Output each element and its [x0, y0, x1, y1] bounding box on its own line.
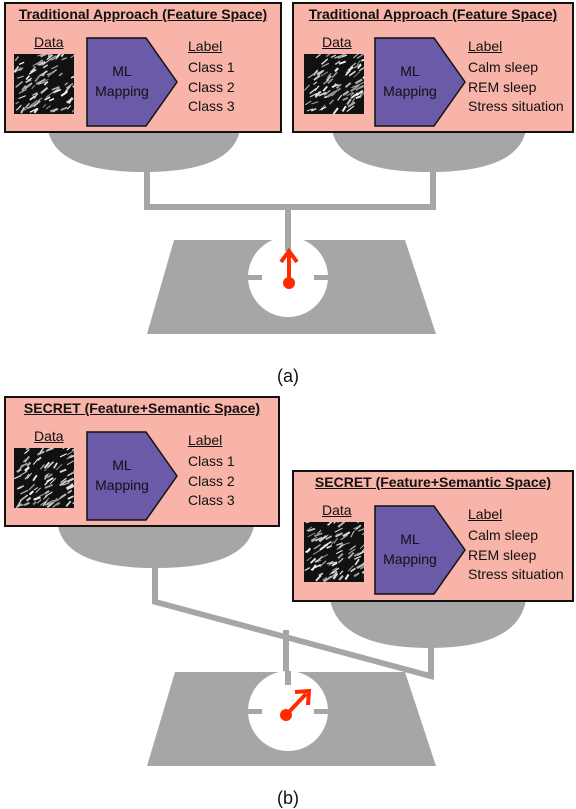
data-thumbnail: [304, 522, 364, 582]
ml-mapping-text: ML Mapping: [90, 455, 154, 495]
ml-line-1: ML: [90, 455, 154, 475]
ml-line-1: ML: [378, 529, 442, 549]
data-label: Data: [322, 502, 352, 518]
class-list: Calm sleep REM sleep Stress situation: [468, 526, 564, 585]
ml-line-2: Mapping: [378, 549, 442, 569]
label-heading: Label: [468, 506, 502, 522]
panel-title: SECRET (Feature+Semantic Space): [6, 400, 278, 416]
center-post-b: [283, 630, 289, 674]
ml-line-2: Mapping: [90, 475, 154, 495]
list-item: REM sleep: [468, 546, 564, 566]
class-list: Class 1 Class 2 Class 3: [188, 452, 235, 511]
dial-tick-left-b: [248, 709, 262, 714]
panel-title: SECRET (Feature+Semantic Space): [294, 474, 572, 490]
dial-tick-right-b: [314, 709, 328, 714]
list-item: Calm sleep: [468, 526, 564, 546]
needle-pivot-b: [280, 709, 292, 721]
right-pan-b: [330, 600, 526, 648]
panel-b-right: SECRET (Feature+Semantic Space) Data ML …: [292, 470, 574, 602]
list-item: Class 1: [188, 452, 235, 472]
caption-b: (b): [0, 788, 576, 809]
list-item: Stress situation: [468, 565, 564, 585]
list-item: Class 3: [188, 491, 235, 511]
right-hanger-b: [428, 646, 434, 676]
list-item: Class 2: [188, 472, 235, 492]
data-thumbnail: [14, 448, 74, 508]
left-pan-b: [58, 526, 254, 568]
panel-b-left: SECRET (Feature+Semantic Space) Data ML …: [4, 396, 280, 527]
ml-mapping-text: ML Mapping: [378, 529, 442, 569]
left-hanger-b: [152, 566, 158, 602]
data-label: Data: [34, 428, 64, 444]
label-heading: Label: [188, 432, 222, 448]
dial-tick-top-b: [285, 671, 291, 685]
